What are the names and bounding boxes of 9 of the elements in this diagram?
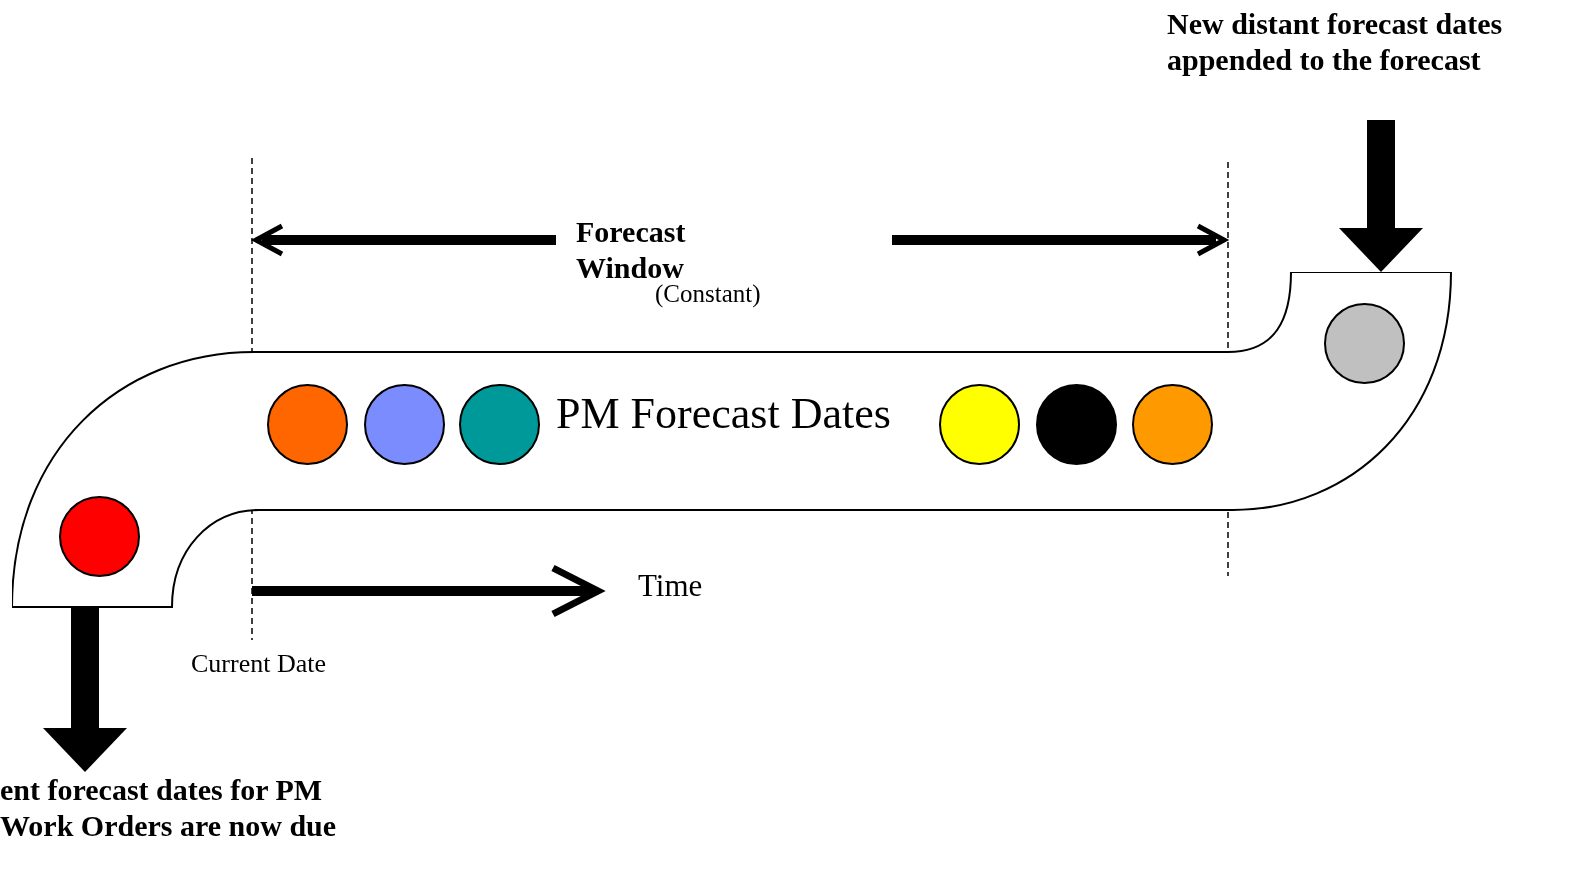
note-text: New distant forecast dates appended to the forecast (1167, 6, 1504, 78)
pipe-label: PM Forecast Dates (556, 392, 891, 436)
block-arrow (1339, 120, 1423, 272)
label-text: Forecast Window (576, 214, 687, 284)
label-text: (Constant) (655, 281, 762, 306)
label-text: Time (638, 570, 704, 601)
block-arrow (43, 608, 127, 772)
note-text: ent forecast dates for PM Work Orders are now due (0, 772, 338, 844)
label-text: Current Date (191, 651, 327, 677)
